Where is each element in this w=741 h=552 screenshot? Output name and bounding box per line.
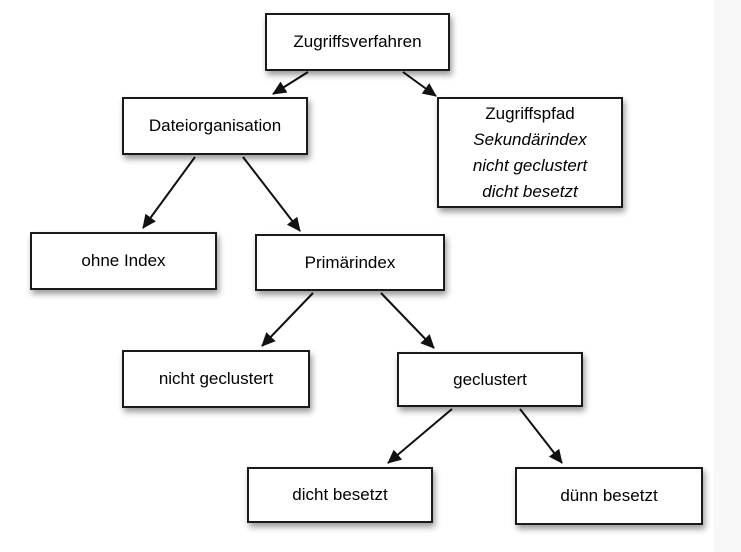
node-line-dicht-besetzt: dicht besetzt [482, 181, 578, 201]
node-label: geclustert [453, 369, 527, 389]
node-label: dicht besetzt [292, 485, 388, 504]
node-ohne-index: ohne Index [30, 232, 217, 290]
node-line-nicht-geclustert: nicht geclustert [472, 155, 588, 175]
node-primaerindex: Primärindex [255, 234, 445, 291]
node-label: nicht geclustert [158, 369, 274, 388]
node-label: Zugriffsverfahren [293, 32, 422, 51]
node-nicht-geclustert: nicht geclustert [122, 350, 310, 408]
edge-geclustert-dicht-besetzt [387, 408, 453, 464]
edge-primaerindex-nicht-geclustert [261, 292, 314, 347]
edge-primaerindex-geclustert [380, 292, 435, 349]
page-right-margin [714, 0, 741, 552]
node-label: Dateiorganisation [148, 116, 282, 135]
edge-dateiorganisation-ohne-index [142, 156, 196, 229]
node-zugriffspfad: Zugriffspfad Sekundärindex nicht geclust… [437, 97, 623, 208]
edge-zugriffsverfahren-zugriffspfad [402, 71, 437, 97]
node-zugriffsverfahren: Zugriffsverfahren [265, 13, 450, 71]
node-label: ohne Index [81, 251, 166, 270]
node-geclustert: geclustert [397, 352, 583, 407]
edge-geclustert-duenn-besetzt [519, 408, 563, 464]
node-dateiorganisation: Dateiorganisation [122, 97, 308, 155]
node-dicht-besetzt: dicht besetzt [247, 467, 433, 523]
node-label: Primärindex [304, 252, 396, 272]
node-duenn-besetzt: dünn besetzt [515, 467, 703, 525]
edge-zugriffsverfahren-dateiorganisation [272, 71, 309, 95]
node-label: dünn besetzt [560, 486, 658, 505]
edge-dateiorganisation-primaerindex [242, 156, 301, 232]
node-title: Zugriffspfad [485, 103, 575, 123]
node-line-sekundaerindex: Sekundärindex [473, 129, 587, 149]
